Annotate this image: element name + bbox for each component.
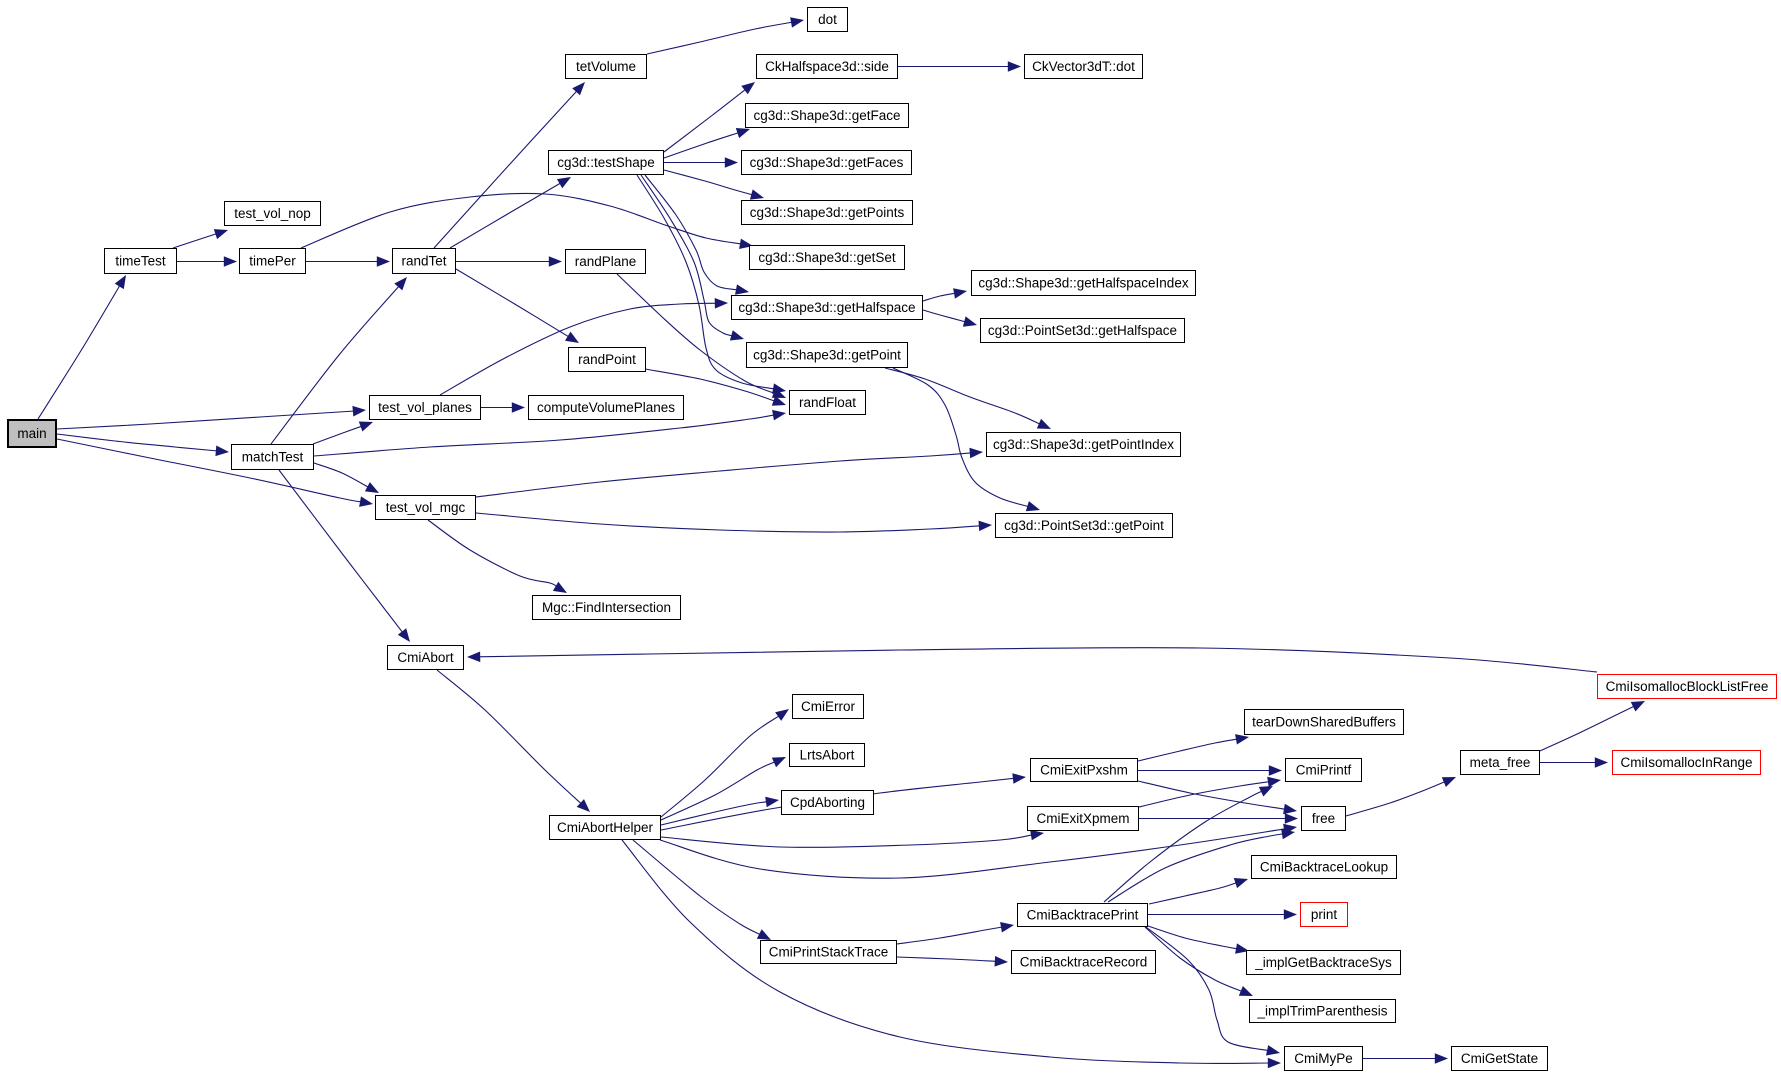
svg-text:cg3d::Shape3d::getHalfspace: cg3d::Shape3d::getHalfspace bbox=[738, 300, 915, 315]
svg-text:meta_free: meta_free bbox=[1470, 755, 1531, 770]
svg-text:randPoint: randPoint bbox=[578, 352, 636, 367]
svg-text:LrtsAbort: LrtsAbort bbox=[800, 748, 855, 763]
svg-text:CkVector3dT::dot: CkVector3dT::dot bbox=[1032, 59, 1135, 74]
svg-text:randTet: randTet bbox=[401, 254, 446, 269]
svg-text:main: main bbox=[17, 426, 46, 441]
svg-text:CmiMyPe: CmiMyPe bbox=[1294, 1051, 1353, 1066]
svg-text:test_vol_planes: test_vol_planes bbox=[378, 400, 472, 415]
svg-text:tearDownSharedBuffers: tearDownSharedBuffers bbox=[1252, 715, 1396, 730]
svg-text:timePer: timePer bbox=[249, 254, 296, 269]
svg-text:test_vol_mgc: test_vol_mgc bbox=[386, 500, 466, 515]
svg-text:CmiAbortHelper: CmiAbortHelper bbox=[557, 820, 654, 835]
svg-text:CmiGetState: CmiGetState bbox=[1461, 1051, 1538, 1066]
svg-text:cg3d::Shape3d::getFaces: cg3d::Shape3d::getFaces bbox=[750, 155, 904, 170]
svg-text:_implTrimParenthesis: _implTrimParenthesis bbox=[1256, 1004, 1387, 1019]
svg-text:computeVolumePlanes: computeVolumePlanes bbox=[537, 400, 675, 415]
svg-text:cg3d::Shape3d::getPointIndex: cg3d::Shape3d::getPointIndex bbox=[993, 437, 1174, 452]
svg-text:cg3d::Shape3d::getFace: cg3d::Shape3d::getFace bbox=[753, 108, 900, 123]
svg-text:print: print bbox=[1311, 907, 1338, 922]
svg-text:CmiBacktraceLookup: CmiBacktraceLookup bbox=[1260, 860, 1388, 875]
svg-text:CmiAbort: CmiAbort bbox=[397, 650, 454, 665]
svg-text:cg3d::PointSet3d::getHalfspace: cg3d::PointSet3d::getHalfspace bbox=[988, 323, 1177, 338]
svg-text:timeTest: timeTest bbox=[115, 254, 166, 269]
svg-text:test_vol_nop: test_vol_nop bbox=[234, 206, 311, 221]
svg-text:CmiExitXpmem: CmiExitXpmem bbox=[1036, 811, 1129, 826]
svg-text:dot: dot bbox=[818, 12, 837, 27]
svg-text:cg3d::Shape3d::getPoints: cg3d::Shape3d::getPoints bbox=[750, 205, 905, 220]
svg-text:CmiError: CmiError bbox=[801, 699, 855, 714]
svg-text:CmiBacktracePrint: CmiBacktracePrint bbox=[1027, 908, 1139, 923]
svg-text:CpdAborting: CpdAborting bbox=[790, 795, 865, 810]
svg-text:CkHalfspace3d::side: CkHalfspace3d::side bbox=[765, 59, 889, 74]
svg-text:cg3d::Shape3d::getSet: cg3d::Shape3d::getSet bbox=[758, 250, 896, 265]
svg-text:free: free bbox=[1312, 811, 1335, 826]
svg-text:randPlane: randPlane bbox=[575, 254, 637, 269]
svg-text:cg3d::testShape: cg3d::testShape bbox=[557, 155, 655, 170]
svg-text:CmiIsomallocBlockListFree: CmiIsomallocBlockListFree bbox=[1606, 679, 1769, 694]
svg-text:Mgc::FindIntersection: Mgc::FindIntersection bbox=[542, 600, 671, 615]
svg-text:matchTest: matchTest bbox=[242, 450, 304, 465]
svg-text:CmiBacktraceRecord: CmiBacktraceRecord bbox=[1020, 955, 1148, 970]
svg-text:cg3d::Shape3d::getPoint: cg3d::Shape3d::getPoint bbox=[753, 348, 901, 363]
svg-text:_implGetBacktraceSys: _implGetBacktraceSys bbox=[1254, 955, 1392, 970]
svg-text:CmiPrintf: CmiPrintf bbox=[1296, 763, 1352, 778]
svg-text:cg3d::PointSet3d::getPoint: cg3d::PointSet3d::getPoint bbox=[1004, 518, 1164, 533]
svg-text:CmiExitPxshm: CmiExitPxshm bbox=[1040, 763, 1128, 778]
svg-text:cg3d::Shape3d::getHalfspaceInd: cg3d::Shape3d::getHalfspaceIndex bbox=[978, 276, 1188, 291]
svg-text:randFloat: randFloat bbox=[799, 395, 856, 410]
svg-text:tetVolume: tetVolume bbox=[576, 59, 636, 74]
svg-text:CmiPrintStackTrace: CmiPrintStackTrace bbox=[769, 945, 889, 960]
svg-text:CmiIsomallocInRange: CmiIsomallocInRange bbox=[1620, 755, 1752, 770]
